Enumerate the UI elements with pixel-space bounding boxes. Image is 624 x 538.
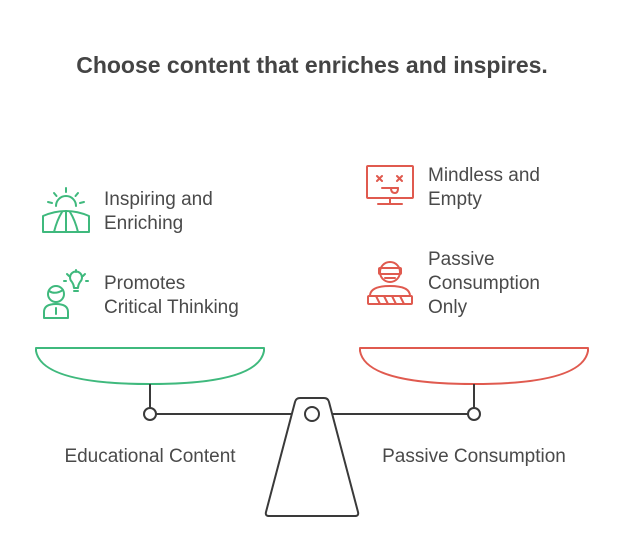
item-line: Mindless and: [428, 165, 540, 186]
center-pivot: [304, 406, 320, 422]
item-inspiring-enriching: Inspiring and Enriching: [104, 188, 213, 236]
scale-base: [264, 397, 360, 517]
right-side-label: Passive Consumption: [382, 446, 566, 467]
item-line: Enriching: [104, 213, 184, 234]
person-lightbulb-icon: [43, 269, 89, 319]
diagram-title: Choose content that enriches and inspire…: [76, 52, 548, 78]
item-passive-consumption-only: Passive Consumption Only: [428, 248, 540, 320]
right-pivot: [467, 407, 481, 421]
left-side-label: Educational Content: [64, 446, 236, 467]
item-line: Critical Thinking: [104, 297, 239, 318]
sunrise-field-icon: [42, 187, 90, 233]
item-mindless-empty: Mindless and Empty: [428, 164, 540, 212]
item-line: Only: [428, 297, 468, 318]
item-line: Passive: [428, 249, 495, 270]
item-promotes-critical-thinking: Promotes Critical Thinking: [104, 272, 239, 320]
right-pan: [359, 347, 589, 385]
item-line: Inspiring and: [104, 189, 213, 210]
blindfolded-person-icon: [367, 261, 413, 305]
item-line: Promotes: [104, 273, 186, 294]
left-pan: [35, 347, 265, 385]
tv-dizzy-face-icon: [366, 165, 414, 205]
item-line: Empty: [428, 189, 482, 210]
left-pivot: [143, 407, 157, 421]
item-line: Consumption: [428, 273, 540, 294]
